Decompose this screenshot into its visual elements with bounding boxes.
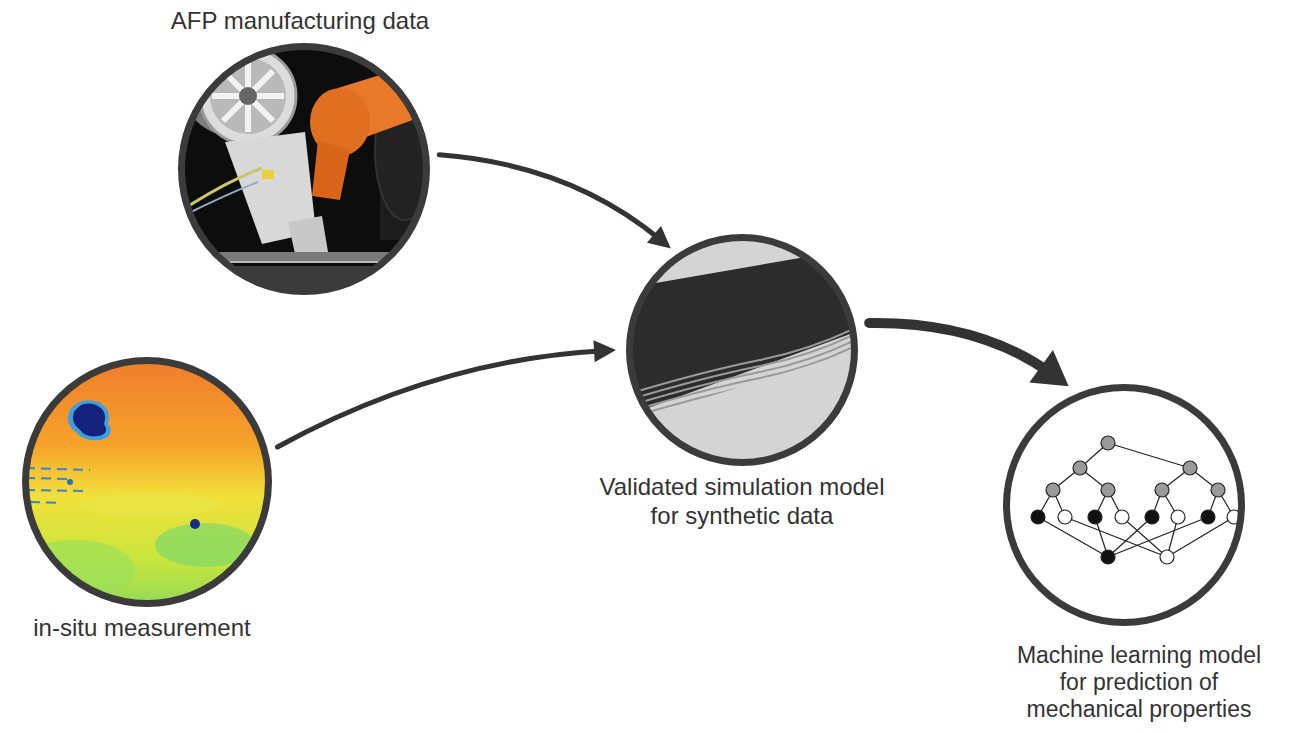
arrow-head [1029, 350, 1068, 386]
node-label: in-situ measurement [33, 613, 250, 642]
curved-arrow [869, 323, 1068, 386]
circle-node: Machine learning model for prediction of… [1003, 384, 1245, 626]
circle-node: in-situ measurement [22, 357, 272, 607]
curved-arrow [439, 155, 671, 249]
arrow-line [869, 323, 1052, 374]
laminate-simulation [615, 230, 875, 480]
node-label: Machine learning model for prediction of… [1002, 642, 1277, 723]
network-icon [1031, 436, 1241, 564]
afp-robot-photo [170, 36, 440, 310]
node-label: Validated simulation model for synthetic… [592, 472, 892, 530]
curved-arrow [277, 340, 616, 447]
thermal-map [15, 355, 275, 610]
circle-node: AFP manufacturing data [178, 43, 430, 295]
circle-node: Validated simulation model for synthetic… [626, 234, 858, 466]
arrow-head [593, 340, 616, 362]
node-label: AFP manufacturing data [171, 6, 429, 35]
arrow-head [647, 226, 671, 249]
arrow-line [439, 155, 660, 240]
arrow-line [277, 351, 602, 447]
